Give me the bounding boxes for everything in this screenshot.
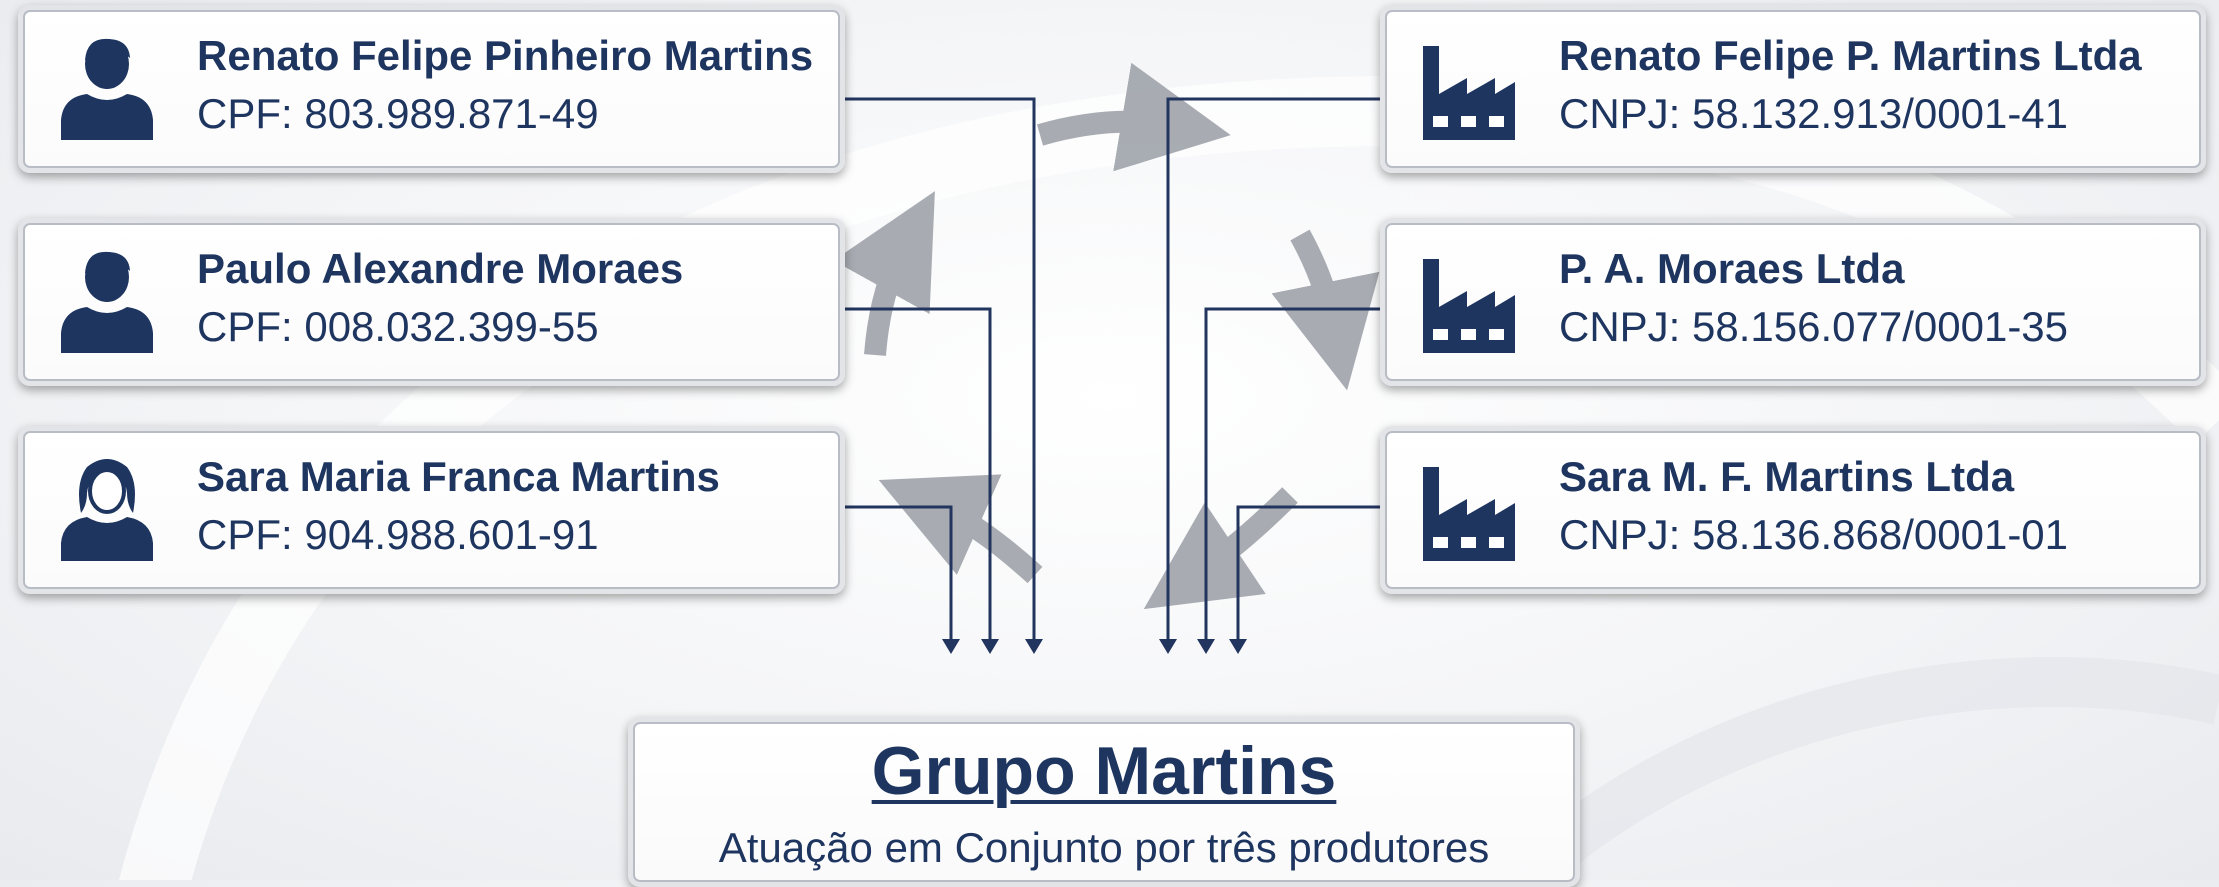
person-cpf: CPF: 803.989.871-49 (197, 90, 599, 137)
factory-icon (1423, 46, 1515, 140)
person-name: Sara Maria Franca Martins (197, 453, 720, 500)
person-name: Paulo Alexandre Moraes (197, 245, 684, 292)
company-cnpj: CNPJ: 58.156.077/0001-35 (1559, 303, 2069, 350)
person-card-1: Renato Felipe Pinheiro Martins CPF: 803.… (18, 5, 845, 173)
group-title: Grupo Martins (871, 733, 1337, 809)
male-person-icon (61, 38, 153, 140)
group-subtitle: Atuação em Conjunto por três produtores (718, 824, 1490, 871)
company-card-3: Sara M. F. Martins Ltda CNPJ: 58.136.868… (1380, 426, 2206, 594)
company-cnpj: CNPJ: 58.132.913/0001-41 (1559, 90, 2069, 137)
group-card: Grupo Martins Atuação em Conjunto por tr… (628, 717, 1580, 887)
person-name: Renato Felipe Pinheiro Martins (197, 32, 814, 79)
factory-icon (1423, 467, 1515, 561)
company-card-1: Renato Felipe P. Martins Ltda CNPJ: 58.1… (1380, 5, 2206, 173)
person-cpf: CPF: 904.988.601-91 (197, 511, 599, 558)
person-card-3: Sara Maria Franca Martins CPF: 904.988.6… (18, 426, 845, 594)
person-cpf: CPF: 008.032.399-55 (197, 303, 599, 350)
company-cnpj: CNPJ: 58.136.868/0001-01 (1559, 511, 2069, 558)
male-person-icon (61, 251, 153, 353)
company-card-2: P. A. Moraes Ltda CNPJ: 58.156.077/0001-… (1380, 218, 2206, 386)
company-name: Renato Felipe P. Martins Ltda (1559, 32, 2142, 79)
person-card-2: Paulo Alexandre Moraes CPF: 008.032.399-… (18, 218, 845, 386)
factory-icon (1423, 259, 1515, 353)
female-person-icon (61, 459, 153, 561)
company-name: Sara M. F. Martins Ltda (1559, 453, 2015, 500)
company-name: P. A. Moraes Ltda (1559, 245, 1905, 292)
